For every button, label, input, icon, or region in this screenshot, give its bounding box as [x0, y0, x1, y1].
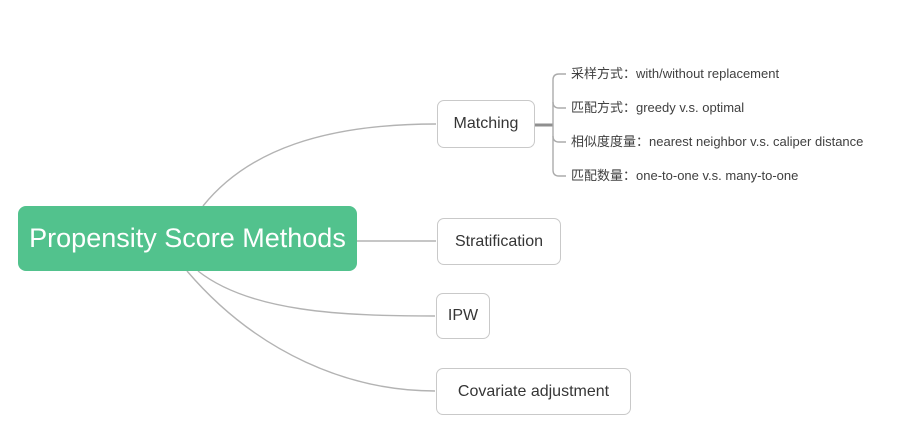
topic-covariate-adjustment[interactable]: Covariate adjustment [436, 368, 631, 415]
central-topic[interactable]: Propensity Score Methods [18, 206, 357, 271]
topic-stratification[interactable]: Stratification [437, 218, 561, 265]
topic-matching[interactable]: Matching [437, 100, 535, 148]
topic-ipw[interactable]: IPW [436, 293, 490, 339]
connector-root-to-matching [202, 123, 437, 207]
connector-root-to-ipw [197, 270, 436, 317]
connector-matching-bracket [552, 73, 566, 177]
topic-stratification-label: Stratification [454, 232, 544, 250]
central-topic-label: Propensity Score Methods [29, 223, 346, 253]
subtopic-similarity-metric[interactable]: 相似度度量：nearest neighbor v.s. caliper dist… [571, 134, 864, 149]
topic-ipw-label: IPW [447, 307, 479, 324]
subtopic-matching-quantity[interactable]: 匹配数量：one-to-one v.s. many-to-one [571, 168, 799, 183]
connector-root-to-covariate [186, 270, 436, 392]
connector-matching-tick-2 [552, 101, 566, 109]
topic-covariate-adjustment-label: Covariate adjustment [457, 382, 610, 400]
subtopic-matching-method[interactable]: 匹配方式：greedy v.s. optimal [571, 100, 745, 115]
topic-matching-label: Matching [453, 115, 519, 132]
connector-matching-tick-3 [552, 135, 566, 143]
subtopic-sampling-method[interactable]: 采样方式：with/without replacement [571, 66, 780, 81]
